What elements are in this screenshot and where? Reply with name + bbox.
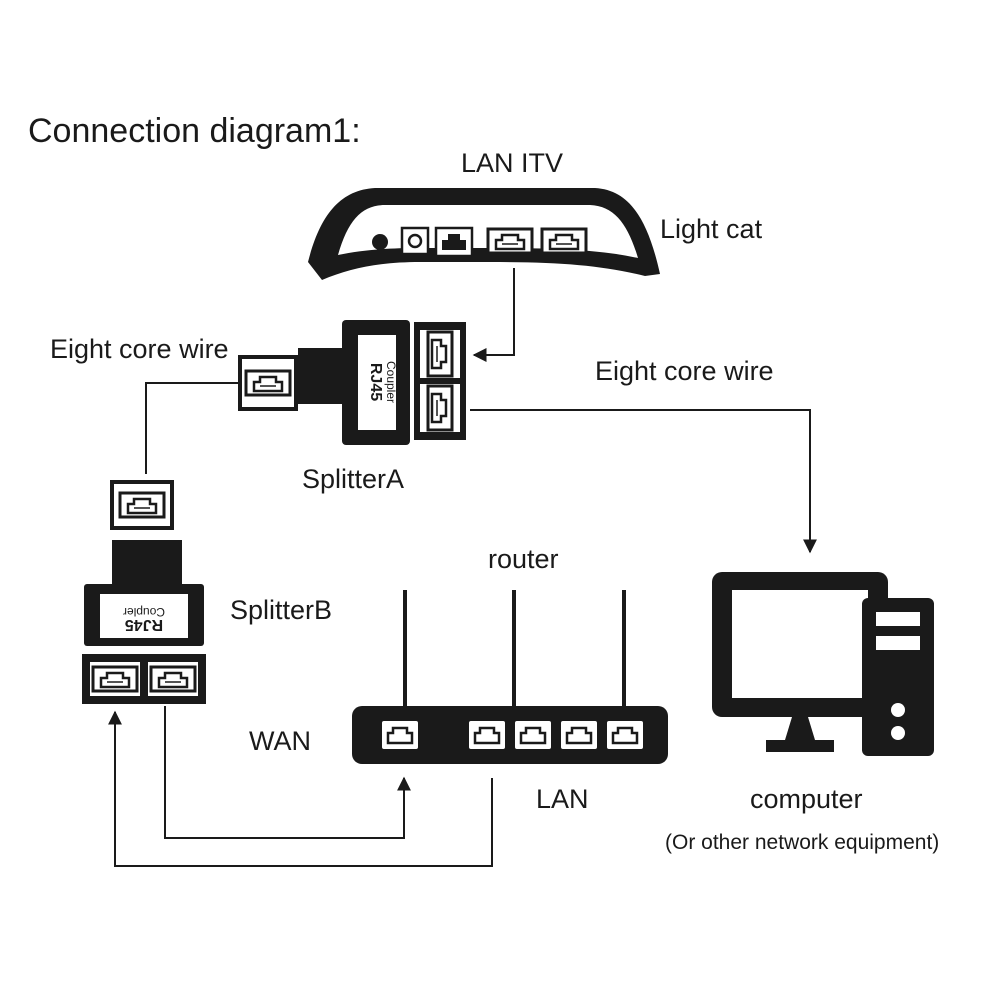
splitter-b-label: SplitterB [230, 595, 333, 625]
splitter-a-output-socket-1-icon [426, 330, 454, 378]
eight-core-wire-right-label: Eight core wire [595, 356, 774, 386]
lan-label: LAN [536, 784, 589, 814]
splitter-a-output-socket-2-icon [426, 384, 454, 432]
wire-lan-to-splitter-b [108, 710, 493, 867]
router-lan-port-2-icon [513, 719, 553, 751]
wire-splitter-b-to-wan [164, 706, 411, 839]
power-jack-icon [400, 226, 430, 256]
splitter-a-device: RJ45 Coupler [238, 320, 466, 445]
wire-lightcat-to-splitter-a [472, 268, 515, 362]
splitter-a-coupler-label: Coupler [384, 361, 398, 403]
splitter-b-input-socket-icon [118, 491, 166, 519]
power-button-icon [372, 234, 388, 250]
eight-core-wire-left-label: Eight core wire [50, 334, 229, 364]
wire-splitter-a-to-computer [470, 409, 817, 554]
splitter-b-output-socket-2-icon [149, 665, 197, 693]
lan-itv-label: LAN ITV [461, 148, 564, 178]
diagram-title: Connection diagram1: [28, 112, 361, 150]
computer-device [712, 572, 934, 756]
splitter-a-input-socket-icon [244, 369, 292, 397]
connection-lines [108, 268, 817, 867]
wire-splitter-a-to-splitter-b [145, 382, 240, 474]
splitter-b-output-socket-1-icon [91, 665, 139, 693]
computer-label: computer [750, 784, 863, 814]
lan-port-icon [486, 227, 534, 255]
splitter-b-device: Coupler RJ45 [82, 480, 206, 704]
router-lan-port-4-icon [605, 719, 645, 751]
wan-label: WAN [249, 726, 311, 756]
router-device [352, 590, 668, 764]
router-label: router [488, 544, 559, 574]
router-wan-port-icon [380, 719, 420, 751]
splitter-b-coupler-label: Coupler [123, 605, 165, 619]
splitter-a-label: SplitterA [302, 464, 405, 494]
light-cat-label: Light cat [660, 214, 763, 244]
router-lan-port-1-icon [467, 719, 507, 751]
splitter-a-coupler-rj45: RJ45 [367, 363, 384, 401]
light-cat-device [308, 188, 660, 280]
computer-note-label: (Or other network equipment) [665, 831, 940, 854]
router-lan-port-3-icon [559, 719, 599, 751]
splitter-b-coupler-rj45: RJ45 [125, 616, 163, 633]
lan-port-icon-2 [540, 227, 588, 255]
